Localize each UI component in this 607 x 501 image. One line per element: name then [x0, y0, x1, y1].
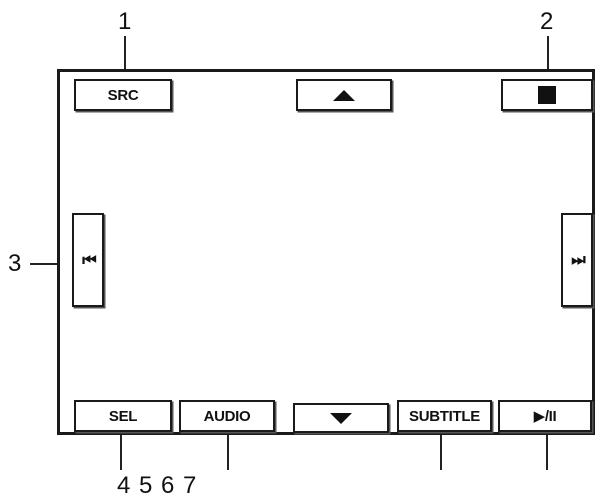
callout-4-5-6-7: 4 5 6 7 — [117, 472, 198, 499]
src-button-label: SRC — [107, 86, 139, 104]
subtitle-button-label: SUBTITLE — [409, 407, 480, 425]
leader-line-4 — [120, 415, 122, 470]
play-pause-label: ▶/II — [533, 408, 557, 425]
skip-previous-icon: ⏮ — [82, 250, 97, 269]
leader-line-2 — [547, 36, 549, 80]
play-pause-button[interactable]: ▶/II — [498, 400, 592, 432]
down-button[interactable] — [293, 403, 389, 433]
leader-line-7 — [546, 415, 548, 470]
leader-line-6 — [440, 415, 442, 470]
stop-square-icon — [538, 86, 556, 104]
leader-line-3 — [30, 263, 82, 265]
up-triangle-icon — [333, 89, 355, 101]
sel-button[interactable]: SEL — [74, 400, 172, 432]
skip-next-icon: ⏭ — [571, 250, 586, 269]
audio-button-label: AUDIO — [203, 407, 251, 425]
callout-2: 2 — [540, 8, 554, 35]
subtitle-button[interactable]: SUBTITLE — [397, 400, 492, 432]
sel-button-label: SEL — [108, 407, 138, 425]
leader-line-1 — [124, 36, 126, 96]
callout-1: 1 — [118, 8, 132, 35]
up-button[interactable] — [296, 79, 392, 111]
leader-line-5 — [227, 415, 229, 470]
stop-button[interactable] — [501, 79, 593, 111]
down-triangle-icon — [330, 412, 352, 424]
callout-3: 3 — [8, 250, 22, 277]
display-screen: SRC ⏮ ⏭ SEL AUDIO SUBTITLE ▶/II — [57, 69, 595, 435]
audio-button[interactable]: AUDIO — [179, 400, 275, 432]
next-track-button[interactable]: ⏭ — [561, 213, 593, 307]
previous-track-button[interactable]: ⏮ — [72, 213, 104, 307]
src-button[interactable]: SRC — [74, 79, 172, 111]
